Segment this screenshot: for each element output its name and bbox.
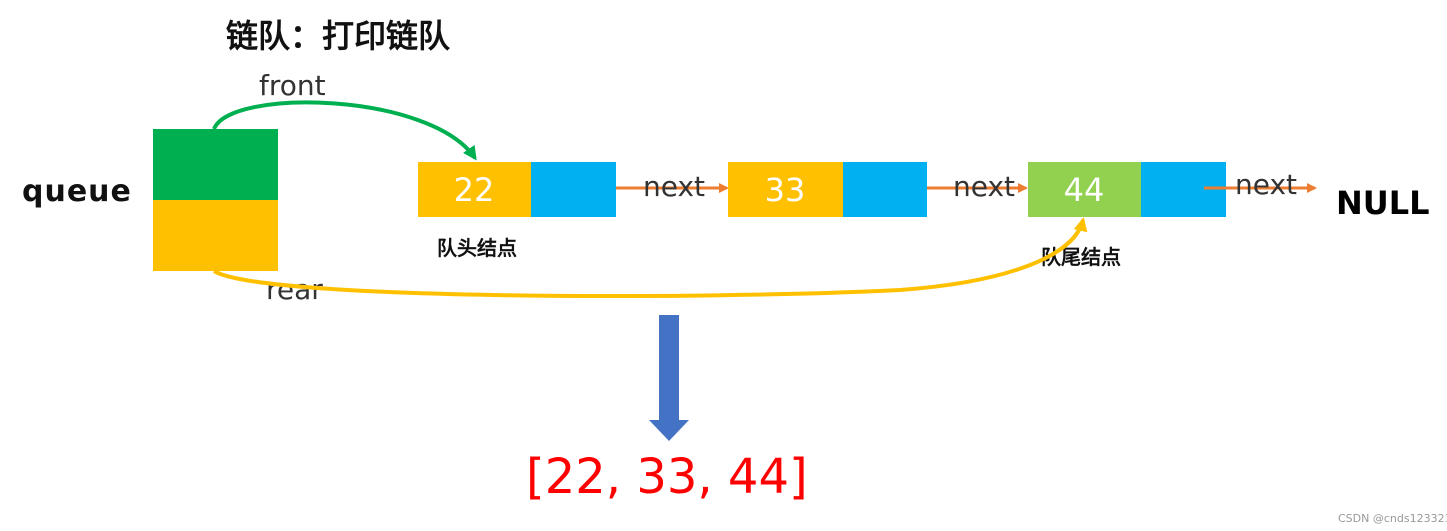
next-label: next [1235,168,1297,201]
head-node-caption: 队头结点 [437,236,517,260]
node-next-cell [843,162,927,217]
node-value: 33 [765,171,806,209]
queue-struct [153,129,278,271]
node-value: 44 [1064,171,1105,209]
next-label: next [643,170,705,203]
diagram-title: 链队：打印链队 [226,17,451,55]
node-data-cell [418,162,531,217]
queue-label: queue [22,174,132,209]
node-3: 44 [1028,162,1226,217]
node-data-cell [728,162,843,217]
queue-front-cell [153,129,278,200]
front-label: front [259,69,326,102]
rear-pointer-arrow [212,217,1088,299]
node-2: 33 [728,162,927,217]
null-label: NULL [1336,184,1430,222]
node-value: 22 [454,171,495,209]
node-next-cell [531,162,616,217]
down-arrow [649,315,689,441]
next-label: next [953,170,1015,203]
front-pointer-arrow [212,100,477,161]
watermark: CSDN @cnds123321 [1338,512,1447,525]
queue-rear-cell [153,200,278,271]
node-1: 22 [418,162,616,217]
node-data-cell [1028,162,1141,217]
tail-node-caption: 队尾结点 [1041,245,1121,269]
print-result: [22, 33, 44] [526,449,808,505]
